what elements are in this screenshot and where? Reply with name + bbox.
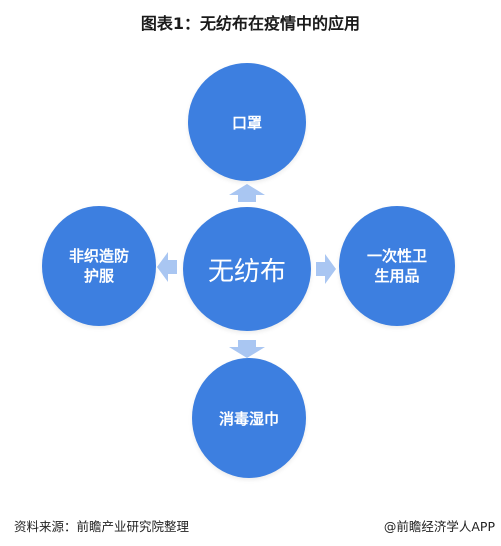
node-mask: 口罩: [188, 63, 306, 181]
arrow-left: [157, 252, 177, 282]
node-nonwoven: 无纺布: [183, 207, 311, 331]
source-note: 资料来源：前瞻产业研究院整理: [14, 519, 190, 534]
node-disposable-hygiene: 一次性卫 生用品: [339, 206, 455, 326]
node-disposable-hygiene-label-2: 生用品: [374, 267, 420, 285]
chart-title: 图表1：无纺布在疫情中的应用: [140, 14, 361, 33]
node-disposable-hygiene-label-1: 一次性卫: [366, 247, 427, 265]
node-protective-suit-label-1: 非织造防: [68, 247, 129, 265]
node-wet-wipes-label: 消毒湿巾: [218, 409, 279, 428]
arrow-up: [229, 184, 265, 202]
node-mask-label: 口罩: [231, 113, 262, 132]
brand-credit: @前瞻经济学人APP: [383, 519, 495, 534]
arrow-right: [316, 254, 336, 284]
node-protective-suit: 非织造防 护服: [42, 206, 156, 326]
arrow-down: [229, 340, 265, 358]
node-protective-suit-label-2: 护服: [83, 267, 114, 285]
node-nonwoven-label: 无纺布: [207, 256, 286, 287]
node-wet-wipes: 消毒湿巾: [192, 358, 306, 478]
